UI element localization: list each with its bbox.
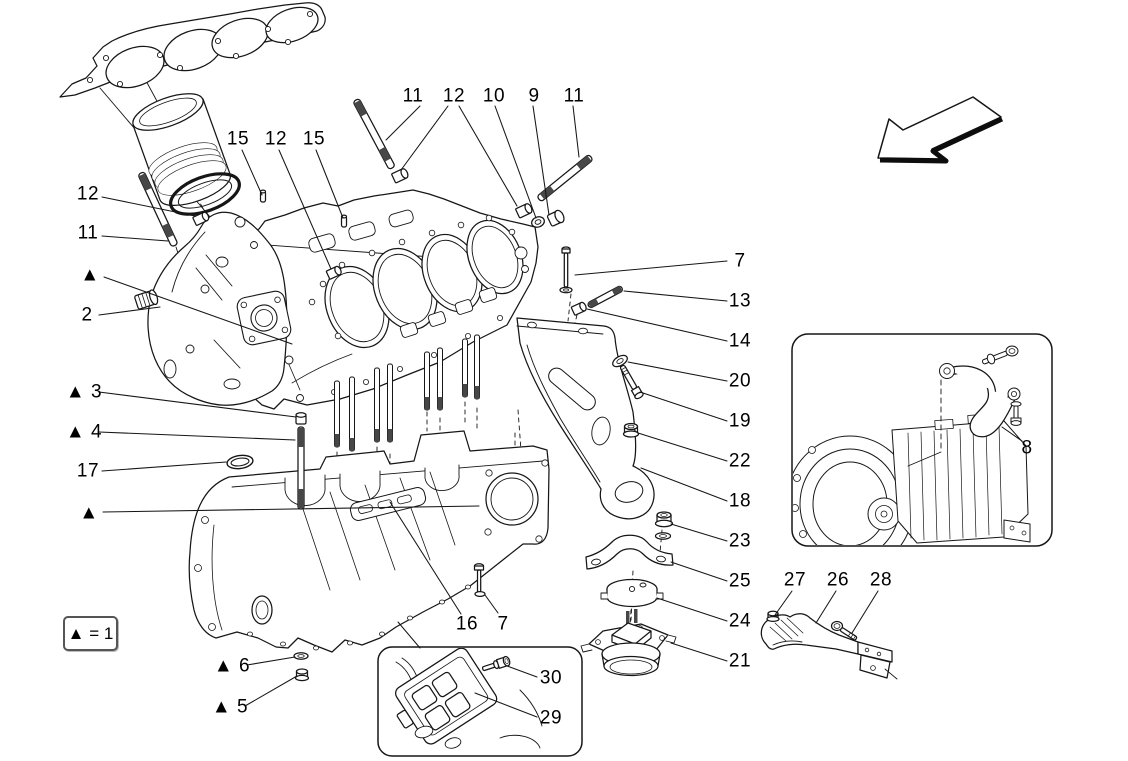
callout-label-24: 24 — [728, 610, 752, 632]
callout-label-27: 27 — [783, 569, 807, 591]
dowel-14 — [570, 301, 587, 316]
oil-pipe-8 — [907, 345, 1022, 467]
pin-15-a — [259, 189, 267, 203]
callout-label-22: 22 — [728, 450, 752, 472]
dowel-12-a — [391, 168, 409, 184]
front-cover — [147, 211, 292, 406]
seal-ring-9 — [531, 216, 545, 228]
callout-label-20: 20 — [728, 370, 752, 392]
engine-mount-arm — [516, 317, 655, 520]
callout-label-12: 12 — [442, 85, 466, 107]
callout-label-▲: ▲ — [79, 502, 99, 524]
callout-label-18: 18 — [728, 490, 752, 512]
callout-label-28: 28 — [869, 569, 893, 591]
bolt-7-bottom — [473, 563, 486, 598]
stud-13 — [587, 285, 623, 309]
bolt-30 — [481, 655, 511, 672]
o-ring-17 — [226, 454, 254, 470]
callout-label-30: 30 — [539, 667, 563, 689]
callout-label-12: 12 — [76, 183, 100, 205]
callout-label-29: 29 — [539, 707, 563, 729]
callout-label-26: 26 — [826, 569, 850, 591]
callout-label-8: 8 — [1021, 437, 1033, 459]
callout-label-25: 25 — [728, 570, 752, 592]
dowel-3 — [295, 412, 307, 425]
upper-crankcase-block — [238, 189, 539, 410]
mount-cover-24 — [600, 578, 664, 608]
stud-11-right — [537, 154, 593, 202]
plug-9 — [546, 209, 565, 227]
mount-hardware-stack — [580, 511, 677, 677]
callout-label-15: 15 — [226, 128, 250, 150]
callout-label-11: 11 — [402, 85, 424, 107]
callout-label-▲6: ▲ 6 — [213, 655, 251, 677]
bolt-7-top — [559, 246, 573, 294]
gearbox-drawing — [793, 414, 1031, 545]
fasteners — [134, 98, 644, 682]
callout-label-9: 9 — [528, 85, 540, 107]
callout-label-17: 17 — [76, 460, 100, 482]
callout-label-11: 11 — [77, 222, 99, 244]
callout-label-13: 13 — [728, 290, 752, 312]
callout-label-7: 7 — [734, 250, 746, 272]
callout-label-11: 11 — [563, 85, 585, 107]
head-gasket — [59, 2, 326, 98]
callout-label-21: 21 — [728, 650, 752, 672]
washer-6 — [293, 652, 309, 660]
callout-label-14: 14 — [728, 330, 752, 352]
clamp-bracket-25 — [585, 534, 674, 570]
liner-seal-ring — [169, 172, 241, 216]
direction-arrow-icon — [877, 96, 1004, 164]
legend-text: ▲ = 1 — [67, 623, 114, 643]
callout-label-7: 7 — [497, 613, 509, 635]
pin-15-b — [340, 214, 348, 228]
callout-label-▲4: ▲ 4 — [65, 421, 103, 443]
nut-5 — [294, 668, 310, 682]
callout-label-▲3: ▲ 3 — [65, 381, 103, 403]
cylinder-liner — [132, 93, 232, 207]
callout-label-19: 19 — [728, 410, 752, 432]
rear-bracket-26 — [760, 610, 898, 680]
dowel-12-left — [192, 211, 210, 226]
inset-baffle-box — [377, 646, 583, 757]
windage-tray — [349, 487, 427, 521]
dowel-10 — [515, 203, 533, 219]
baffle-plate-29 — [394, 648, 498, 745]
stud-4 — [297, 426, 305, 510]
callout-label-23: 23 — [728, 530, 752, 552]
callout-label-16: 16 — [455, 613, 479, 635]
legend-box: ▲ = 1 — [63, 616, 118, 651]
callout-label-▲: ▲ — [80, 264, 100, 286]
inset-gearbox-box — [791, 333, 1053, 547]
nut-23 — [654, 511, 674, 528]
nut-22 — [622, 422, 640, 438]
callout-label-12: 12 — [264, 128, 288, 150]
bolt-28 — [830, 620, 858, 641]
main-bearing-studs — [334, 334, 480, 452]
callout-label-▲5: ▲ 5 — [211, 696, 249, 718]
lower-crankcase — [188, 430, 550, 653]
callout-label-2: 2 — [81, 304, 93, 326]
washer-under-23 — [654, 532, 672, 540]
bolt-19 — [619, 364, 644, 400]
plug-2 — [134, 289, 159, 310]
stud-11-left — [138, 171, 178, 247]
callout-label-10: 10 — [482, 85, 506, 107]
callout-label-15: 15 — [302, 128, 326, 150]
washer-20 — [612, 354, 628, 368]
stud-11-top — [353, 98, 395, 170]
leader-lines — [98, 105, 1023, 718]
engine-mount-21 — [580, 609, 677, 677]
